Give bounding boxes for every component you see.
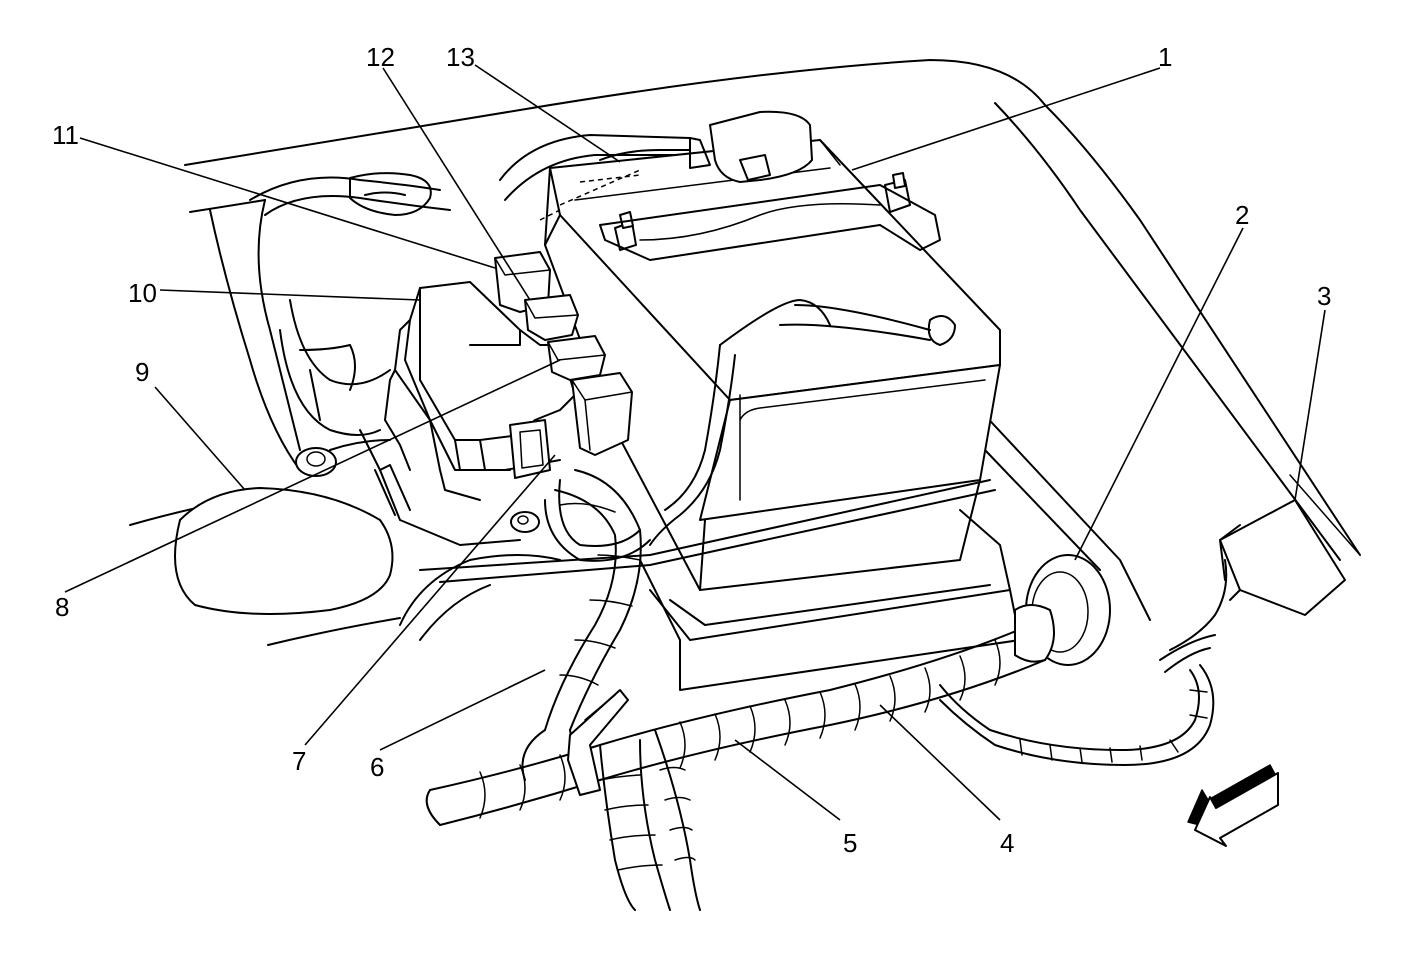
main-harness <box>425 469 1216 911</box>
callout-10: 10 <box>128 278 157 308</box>
callout-5: 5 <box>843 828 857 858</box>
relay-8 <box>547 335 606 381</box>
callout-12: 12 <box>366 42 395 72</box>
ambient-sensor <box>1169 499 1346 651</box>
callout-labels: 1 2 3 4 5 6 7 8 9 10 11 12 13 <box>52 42 1331 858</box>
callout-11: 11 <box>52 120 79 150</box>
washer-reservoir <box>174 487 394 615</box>
relay-12 <box>524 294 579 341</box>
callout-leaders <box>64 64 1326 821</box>
hose-group <box>279 299 996 641</box>
fender-outline <box>184 59 1361 561</box>
callout-2: 2 <box>1235 200 1249 230</box>
callout-13: 13 <box>446 42 475 72</box>
callout-7: 7 <box>292 746 306 776</box>
positive-cable-loop <box>249 134 691 216</box>
forward-arrow-icon <box>1187 764 1279 847</box>
callout-9: 9 <box>135 357 149 387</box>
callout-3: 3 <box>1317 281 1331 311</box>
battery <box>539 139 1021 691</box>
connector-7 <box>571 372 633 456</box>
callout-4: 4 <box>1000 828 1014 858</box>
callout-6: 6 <box>370 752 384 782</box>
top-connector-cable <box>599 110 813 183</box>
callout-8: 8 <box>55 592 69 622</box>
fuse-relay-block <box>359 281 576 546</box>
callout-1: 1 <box>1158 42 1172 72</box>
